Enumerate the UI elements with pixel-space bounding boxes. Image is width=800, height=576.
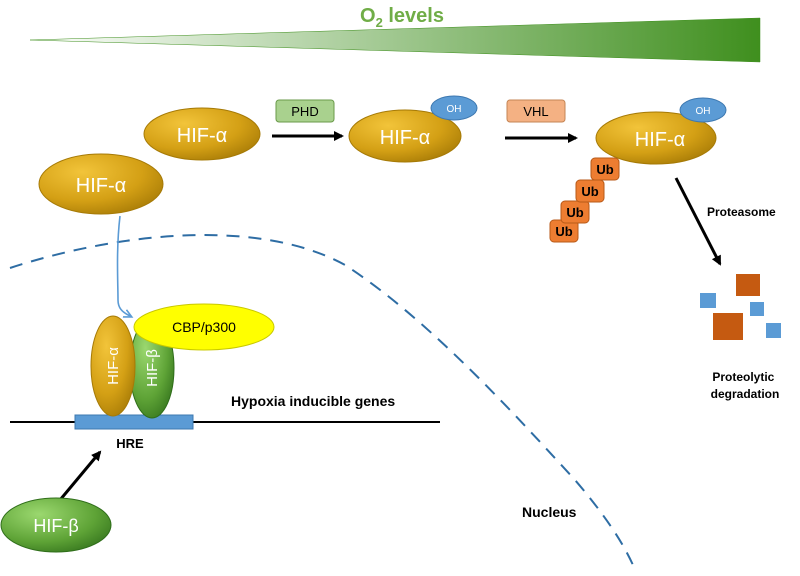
ubiquitin-2: Ub	[560, 200, 590, 224]
svg-text:HIF-α: HIF-α	[76, 175, 126, 197]
svg-text:CBP/p300: CBP/p300	[172, 319, 236, 335]
nucleus-boundary	[9, 234, 637, 573]
degradation-label: Proteolytic degradation	[711, 370, 780, 401]
svg-text:PHD: PHD	[291, 104, 318, 119]
svg-text:OH: OH	[696, 106, 711, 117]
translocation-arrow	[116, 215, 131, 316]
svg-text:HIF-α: HIF-α	[177, 125, 227, 147]
hif-alpha-free: HIF-α	[38, 153, 164, 215]
hydroxyl-group-2: OH	[679, 97, 727, 123]
degradation-fragments	[700, 274, 781, 340]
hif-beta-free: HIF-β	[0, 497, 112, 553]
svg-text:HIF-α: HIF-α	[105, 347, 122, 385]
ubiquitin-chain: Ub Ub Ub Ub	[549, 157, 620, 243]
svg-text:HIF-β: HIF-β	[33, 516, 78, 536]
hif-beta-binding-arrow	[58, 450, 102, 501]
hif-alpha-hydroxylated: HIF-α	[348, 109, 462, 163]
hre-box	[74, 414, 194, 430]
hre-label: HRE	[116, 436, 144, 451]
ubiquitin-3: Ub	[575, 179, 605, 203]
hypoxia-genes-label: Hypoxia inducible genes	[231, 393, 395, 409]
svg-text:Ub: Ub	[566, 205, 583, 220]
proteasome-arrow	[674, 177, 722, 266]
svg-text:HIF-α: HIF-α	[635, 129, 685, 151]
o2-gradient-wedge	[29, 17, 761, 63]
ubiquitin-4: Ub	[590, 157, 620, 181]
hif-alpha-bound: HIF-α	[90, 315, 136, 417]
proteasome-label: Proteasome	[707, 205, 776, 219]
svg-text:Ub: Ub	[555, 224, 572, 239]
svg-text:Ub: Ub	[596, 162, 613, 177]
svg-text:OH: OH	[447, 104, 462, 115]
svg-text:Ub: Ub	[581, 184, 598, 199]
vhl-enzyme-box: VHL	[506, 99, 566, 123]
nucleus-label: Nucleus	[522, 504, 577, 520]
hif-alpha-ubiquitinated: HIF-α	[595, 111, 717, 165]
ubiquitin-1: Ub	[549, 219, 579, 243]
hif-alpha-step1: HIF-α	[143, 107, 261, 161]
svg-text:VHL: VHL	[523, 104, 548, 119]
svg-text:HIF-α: HIF-α	[380, 127, 430, 149]
svg-text:HIF-β: HIF-β	[144, 349, 161, 387]
cbp-p300-coactivator: CBP/p300	[133, 303, 275, 351]
phd-enzyme-box: PHD	[275, 99, 335, 123]
o2-levels-title: O2 levels	[360, 5, 444, 30]
hydroxyl-group-1: OH	[430, 95, 478, 121]
